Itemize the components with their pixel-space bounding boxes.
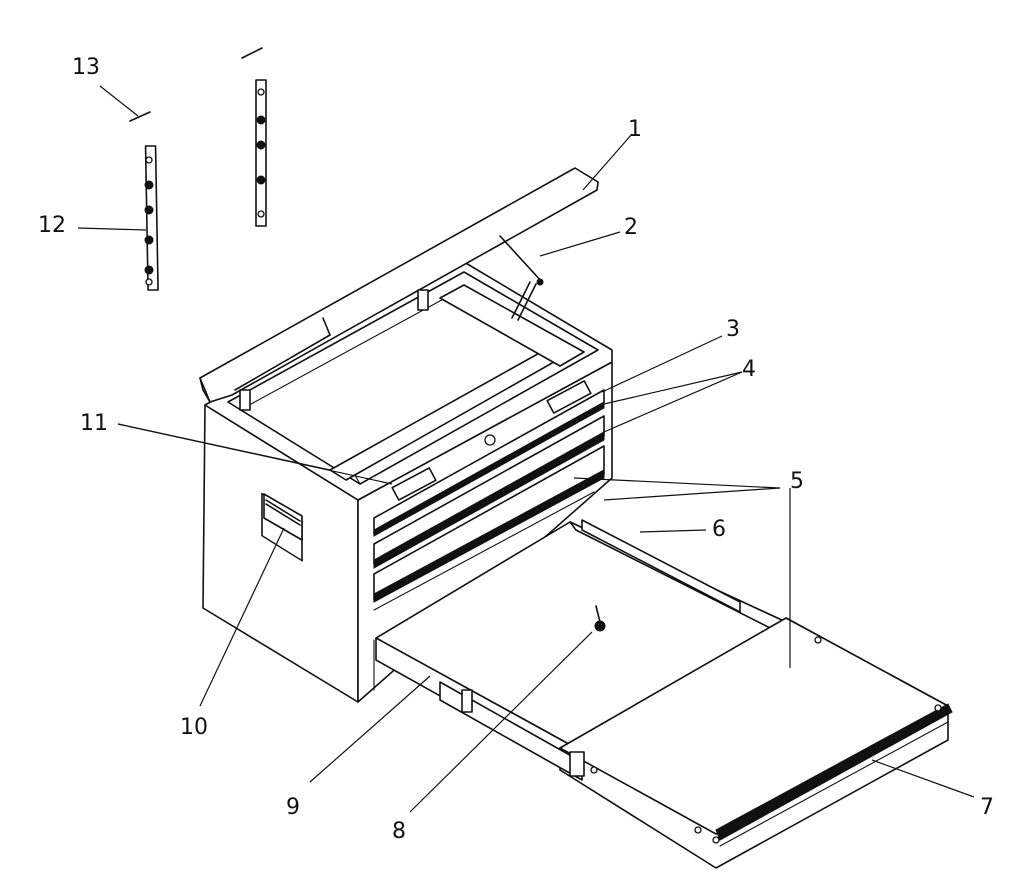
lid-stay: [499, 235, 543, 283]
lid: [199, 167, 599, 411]
drawer-1-pull: [373, 401, 605, 537]
hinge-right: [417, 289, 429, 311]
callout-5: 5: [790, 469, 804, 494]
callout-2: 2: [624, 215, 638, 240]
open-drawer: [375, 519, 953, 869]
callout-9: 9: [286, 795, 300, 820]
lock-icon: [484, 434, 496, 446]
hinge-pin-left: [129, 111, 151, 122]
callout-11: 11: [80, 411, 108, 436]
callout-10: 10: [180, 715, 208, 740]
callout-7: 7: [980, 795, 994, 820]
rail-bracket-left: [461, 689, 473, 713]
rail-bracket-front: [569, 751, 585, 777]
callout-13: 13: [72, 55, 100, 80]
hinge-strips: [129, 47, 267, 291]
tray-back-wall: [439, 284, 585, 367]
callout-1: 1: [628, 117, 642, 142]
drawer-3-pull: [373, 469, 605, 603]
drawer-stack: [373, 380, 605, 691]
callout-12: 12: [38, 213, 66, 238]
right-slide-rail: [581, 519, 741, 613]
left-slide-rail: [439, 681, 583, 781]
callout-6: 6: [712, 517, 726, 542]
hinge-strip-right: [255, 79, 267, 227]
leader-lines: [77, 85, 975, 813]
hinge-left: [239, 389, 251, 411]
callout-3: 3: [726, 317, 740, 342]
drawer-2-pull: [373, 431, 605, 569]
hinge-pin-right: [241, 47, 263, 59]
drawer-1-label-right: [546, 380, 592, 414]
callout-8: 8: [392, 819, 406, 844]
drawer-pull: [715, 703, 953, 841]
drawer-1-label: [391, 467, 437, 501]
callout-4: 4: [742, 357, 756, 382]
callout-labels: 1 2 3 4 5 6 7 8 9 10 11 12 13: [38, 55, 994, 844]
